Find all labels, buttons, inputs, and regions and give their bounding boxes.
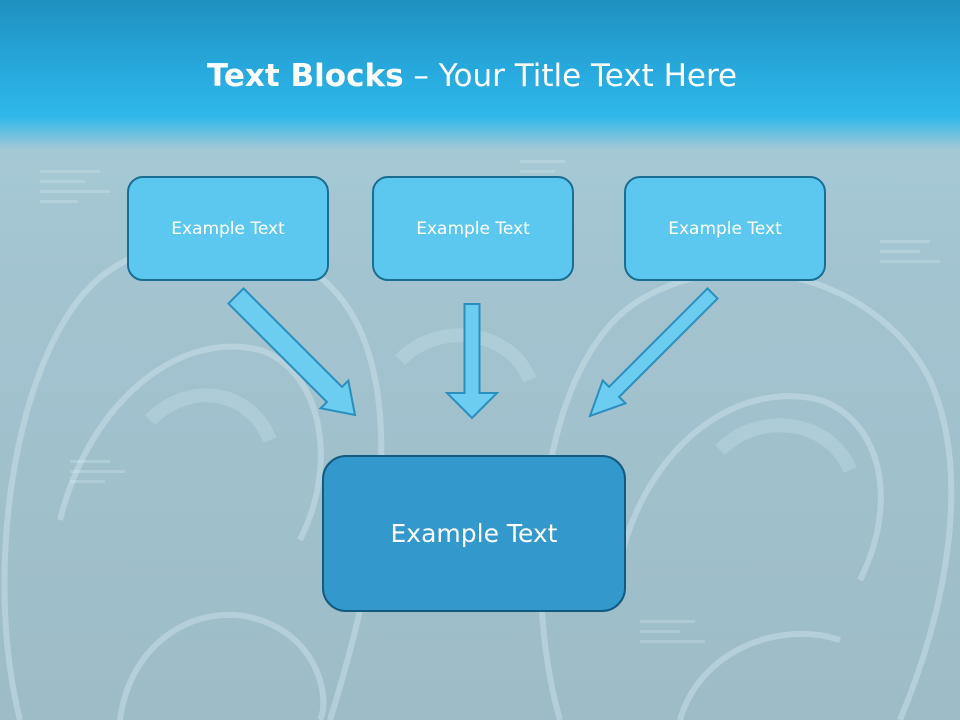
arrow-left-diagonal <box>227 287 357 417</box>
arrow-center-down <box>444 303 500 420</box>
slide-title: Text Blocks – Your Title Text Here <box>0 54 944 98</box>
target-text-block-label: Example Text <box>390 519 558 548</box>
text-block-3-label: Example Text <box>668 218 782 239</box>
text-block-3[interactable]: Example Text <box>624 176 826 281</box>
arrow-right-diagonal <box>588 287 719 418</box>
target-text-block[interactable]: Example Text <box>322 455 626 612</box>
title-bold-part: Text Blocks <box>206 58 404 94</box>
text-block-2[interactable]: Example Text <box>372 176 574 281</box>
text-block-2-label: Example Text <box>416 218 530 239</box>
title-separator: – <box>403 58 439 94</box>
text-block-1-label: Example Text <box>171 218 285 239</box>
title-rest: Your Title Text Here <box>438 58 738 94</box>
text-block-1[interactable]: Example Text <box>127 176 329 281</box>
title-band <box>0 0 960 150</box>
